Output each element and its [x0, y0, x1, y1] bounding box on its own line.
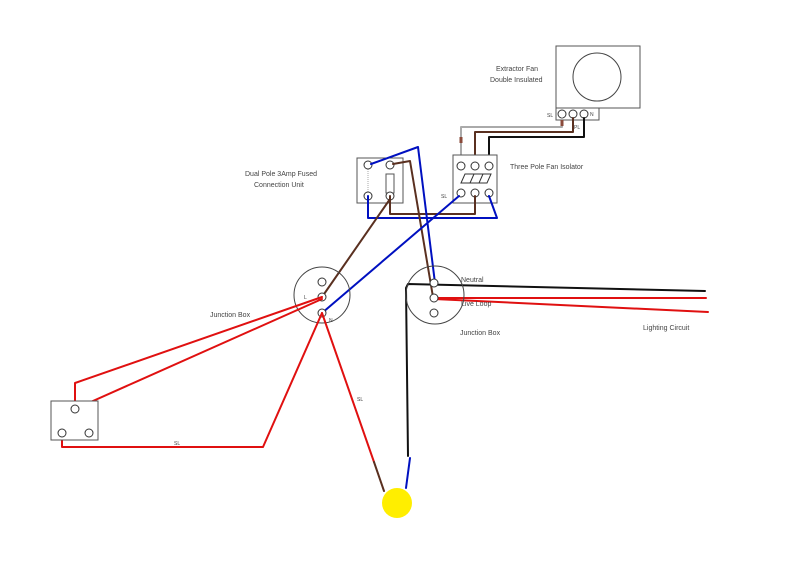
fan-label-2: Double Insulated [490, 77, 543, 84]
red-wire [74, 298, 323, 410]
brown-wire [474, 117, 574, 167]
fan-sl-label: SL [547, 113, 553, 119]
switch-line-wire [61, 312, 323, 448]
blue-wire [405, 457, 411, 489]
jb-n-label: N [329, 318, 333, 324]
live-loop-label: Live Loop [461, 301, 491, 308]
fcu-label-1: Dual Pole 3Amp Fused [245, 171, 317, 178]
junction-box-right [405, 265, 465, 325]
lamp-icon [382, 488, 412, 518]
light-switch [50, 400, 99, 441]
black-wire [488, 117, 585, 167]
isolator-label: Three Pole Fan Isolator [510, 164, 584, 171]
fan-pl-label: PL [574, 125, 580, 131]
lighting-circuit-label: Lighting Circuit [643, 325, 689, 332]
blue-wire [321, 195, 460, 314]
jb-l-label: L [304, 295, 307, 301]
brown-wire [392, 160, 434, 298]
fan-label-1: Extractor Fan [496, 66, 538, 73]
fan-motor-icon [572, 52, 622, 102]
fused-connection-unit [356, 157, 404, 204]
extractor-fan: SL N PL [547, 45, 641, 131]
red-wire [433, 298, 709, 313]
switch-sl-label: SL [174, 441, 180, 447]
drop-sl-label: SL [357, 397, 363, 403]
red-wire [74, 296, 323, 410]
fuse-icon [385, 173, 395, 194]
switch-contacts-icon [460, 173, 492, 184]
brown-sleeve [373, 461, 385, 492]
isolator-sl-label: SL [441, 194, 447, 200]
fcu-label-2: Connection Unit [254, 182, 304, 189]
fan-n-label: N [590, 112, 594, 118]
brown-wire [321, 198, 391, 298]
switch-line-wire [321, 312, 375, 463]
junction-box-right-label: Junction Box [460, 330, 501, 337]
neutral-label: Neutral [461, 277, 484, 284]
blue-wire [370, 146, 436, 284]
junction-box-left-label: Junction Box [210, 312, 251, 319]
brown-wire [389, 195, 476, 215]
